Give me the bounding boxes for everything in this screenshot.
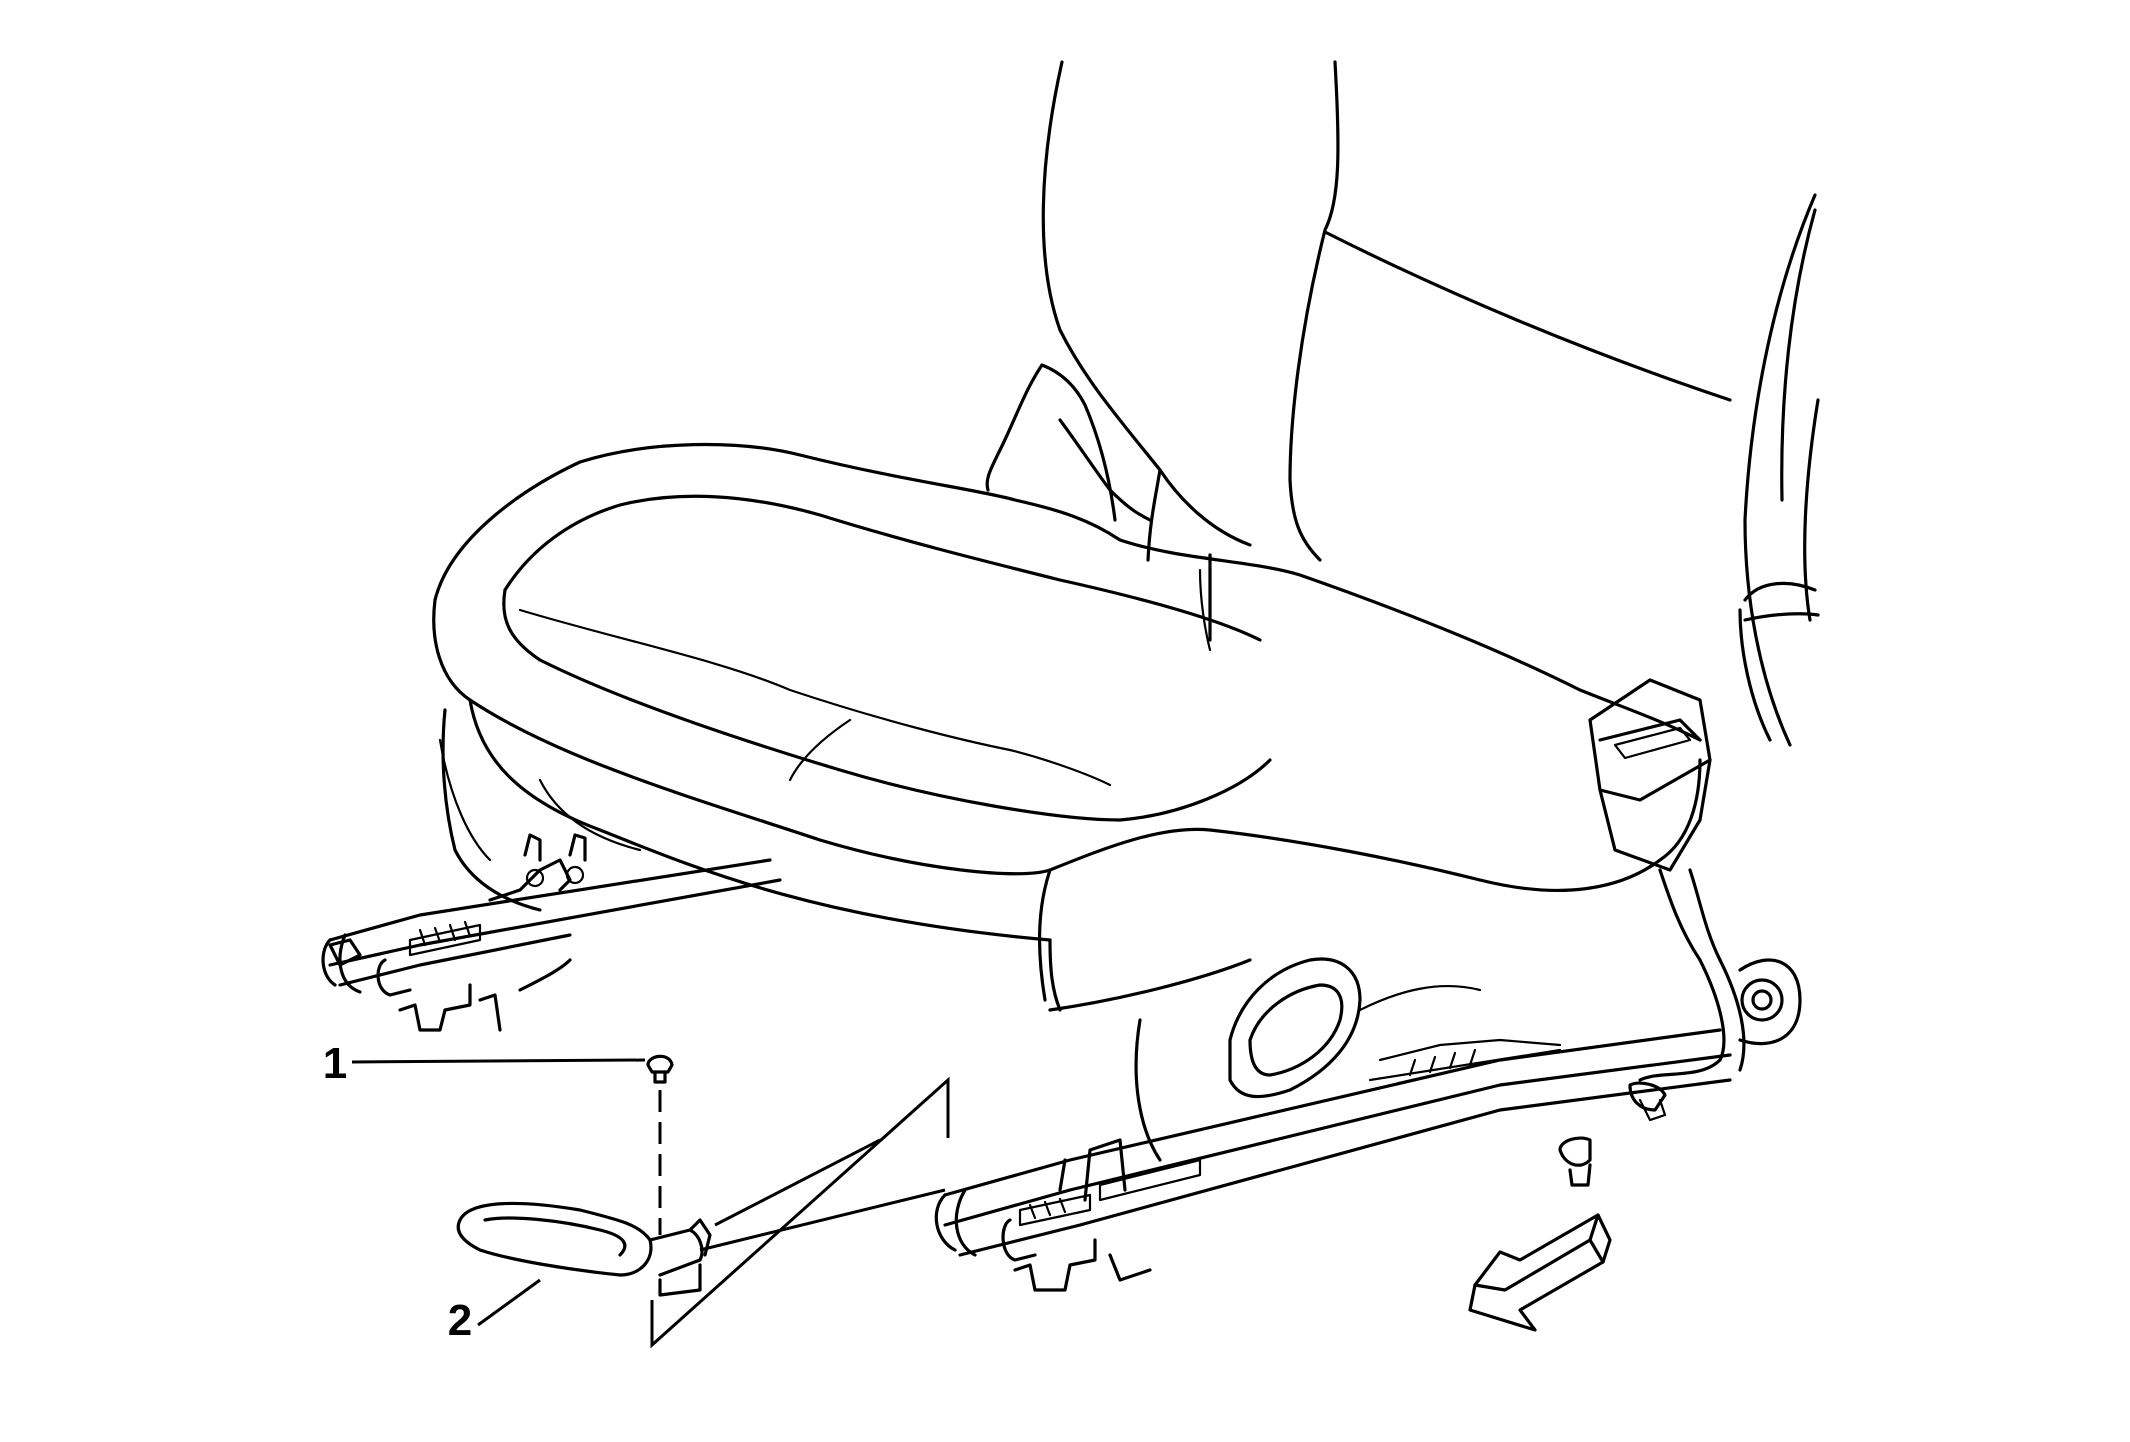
- callout-1: 1: [323, 1039, 347, 1088]
- seat-cushion: [432, 442, 1702, 1162]
- reference-lines: [351, 1058, 950, 1349]
- seat-back: [985, 60, 1820, 747]
- fastener-bolt: [646, 1054, 674, 1235]
- front-direction-arrow-icon: [1468, 1213, 1612, 1332]
- seat-adjuster-handle: [456, 1201, 712, 1297]
- seat-track-right: [934, 957, 1732, 1292]
- seat-belt-buckle: [1588, 678, 1802, 1082]
- seat-track-left: [321, 833, 782, 1032]
- callout-2: 2: [448, 1296, 472, 1345]
